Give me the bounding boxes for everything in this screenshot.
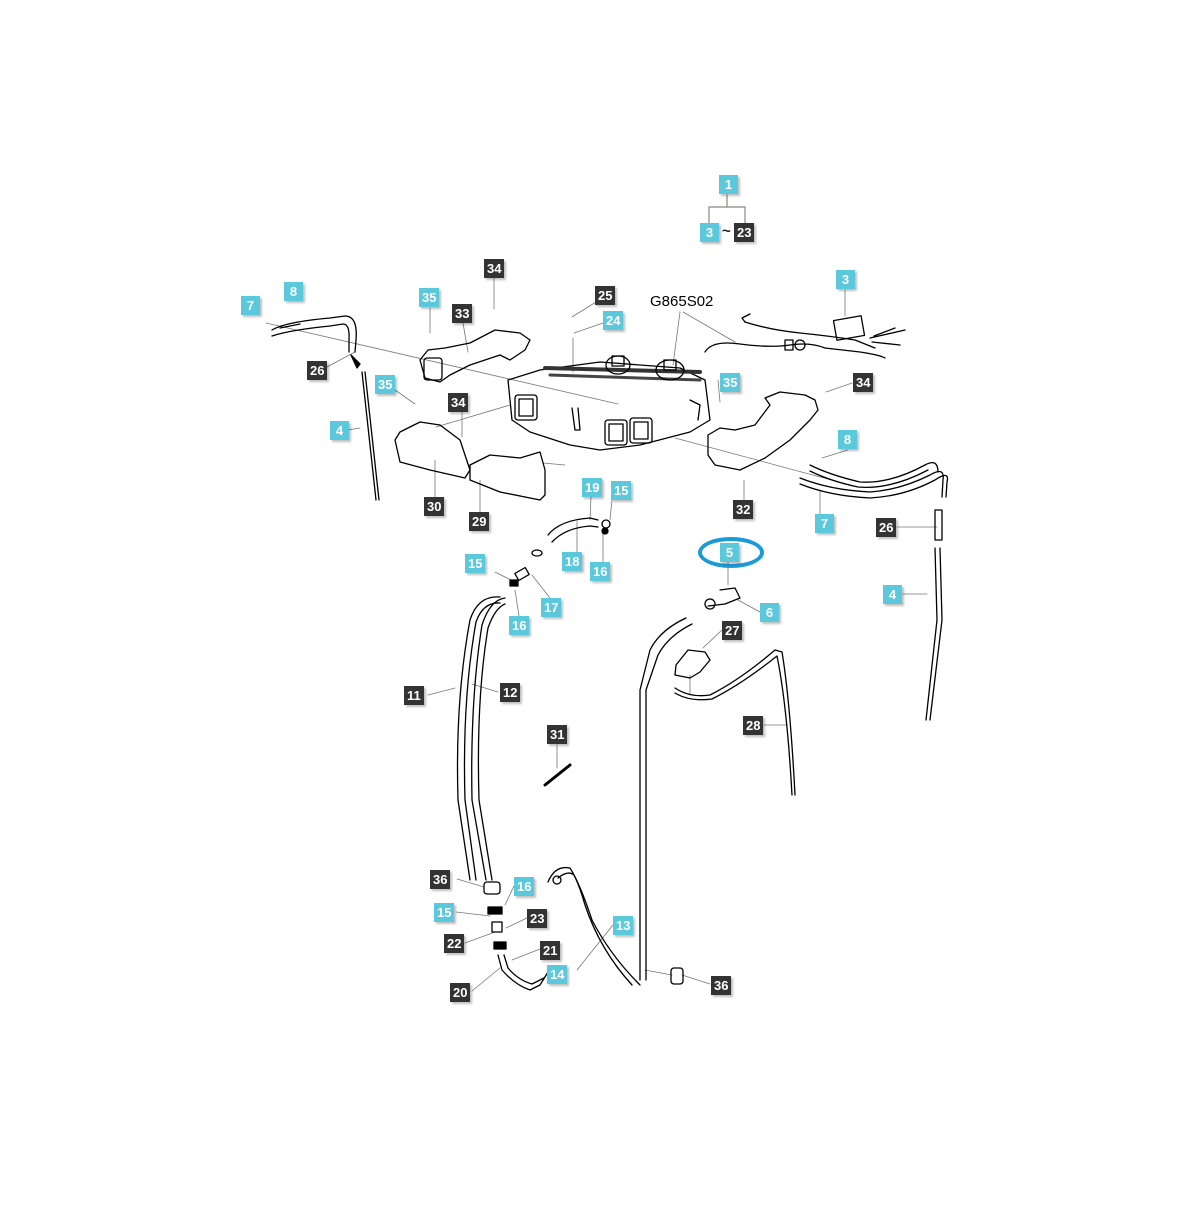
part-label-31[interactable]: 31 <box>547 725 568 744</box>
part-label-33[interactable]: 33 <box>452 304 473 323</box>
part-label-36[interactable]: 36 <box>430 870 451 889</box>
part-label-16[interactable]: 16 <box>514 877 535 896</box>
part-connector-17 <box>509 549 543 587</box>
part-label-30[interactable]: 30 <box>424 497 445 516</box>
part-label-25[interactable]: 25 <box>595 286 616 305</box>
part-label-3[interactable]: 3 <box>836 270 855 289</box>
part-hose-7-8-left <box>271 315 357 353</box>
part-duct-33 <box>419 329 531 383</box>
part-label-15[interactable]: 15 <box>611 481 632 500</box>
legend-top-label[interactable]: 1 <box>719 175 738 194</box>
part-hose-7-8-right <box>799 462 949 499</box>
part-fitting-5-6 <box>704 587 741 610</box>
part-label-16[interactable]: 16 <box>590 562 611 581</box>
part-cover-30 <box>394 421 471 479</box>
part-pipe-28 <box>674 649 796 796</box>
part-label-21[interactable]: 21 <box>540 941 561 960</box>
legend-range-separator: ~ <box>722 223 731 240</box>
part-label-4[interactable]: 4 <box>883 585 902 604</box>
part-label-29[interactable]: 29 <box>469 512 490 531</box>
part-duct-32 <box>707 391 819 471</box>
part-wiring-harness <box>704 313 906 359</box>
part-label-28[interactable]: 28 <box>743 716 764 735</box>
part-label-35[interactable]: 35 <box>720 373 741 392</box>
part-clip-36 <box>670 967 684 985</box>
part-hose-13-14 <box>547 866 641 986</box>
part-label-34[interactable]: 34 <box>853 373 874 392</box>
part-label-12[interactable]: 12 <box>500 683 521 702</box>
part-bracket-27 <box>674 649 711 679</box>
part-label-24[interactable]: 24 <box>603 311 624 330</box>
part-label-5[interactable]: 5 <box>720 543 739 562</box>
part-label-20[interactable]: 20 <box>450 983 471 1002</box>
part-label-35[interactable]: 35 <box>419 288 440 307</box>
highlight-ring <box>698 537 764 568</box>
part-label-36[interactable]: 36 <box>711 976 732 995</box>
part-label-26[interactable]: 26 <box>307 361 328 380</box>
part-label-34[interactable]: 34 <box>484 259 505 278</box>
part-hose-18-19 <box>547 517 611 543</box>
part-label-7[interactable]: 7 <box>241 296 260 315</box>
part-label-8[interactable]: 8 <box>838 430 857 449</box>
part-label-14[interactable]: 14 <box>547 965 568 984</box>
part-label-22[interactable]: 22 <box>444 934 465 953</box>
part-label-27[interactable]: 27 <box>722 621 743 640</box>
part-label-34[interactable]: 34 <box>448 393 469 412</box>
legend-range-to-label[interactable]: 23 <box>734 223 755 242</box>
part-hoses-11-12 <box>456 596 506 881</box>
part-label-7[interactable]: 7 <box>815 514 834 533</box>
part-label-13[interactable]: 13 <box>613 916 634 935</box>
part-label-26[interactable]: 26 <box>876 518 897 537</box>
part-label-23[interactable]: 23 <box>527 909 548 928</box>
part-pipe-13-center <box>639 617 693 981</box>
legend-bracket <box>708 194 746 225</box>
part-label-8[interactable]: 8 <box>284 282 303 301</box>
part-hvac-unit <box>507 355 711 451</box>
part-rod-4-left <box>350 354 380 501</box>
part-label-15[interactable]: 15 <box>434 903 455 922</box>
part-lower-fittings <box>483 881 507 950</box>
part-31 <box>543 763 572 787</box>
part-label-6[interactable]: 6 <box>760 603 779 622</box>
part-label-35[interactable]: 35 <box>375 375 396 394</box>
part-label-18[interactable]: 18 <box>562 552 583 571</box>
part-label-16[interactable]: 16 <box>509 616 530 635</box>
part-cover-29 <box>469 451 546 501</box>
part-rod-4-right <box>925 509 943 721</box>
part-elbow-20-21 <box>497 954 549 991</box>
legend-range-from-label[interactable]: 3 <box>700 223 719 242</box>
part-label-15[interactable]: 15 <box>465 554 486 573</box>
reference-code: G865S02 <box>650 293 714 310</box>
part-label-17[interactable]: 17 <box>541 598 562 617</box>
part-label-11[interactable]: 11 <box>404 686 424 705</box>
part-label-32[interactable]: 32 <box>733 500 754 519</box>
part-label-4[interactable]: 4 <box>330 421 349 440</box>
part-label-19[interactable]: 19 <box>582 478 603 497</box>
